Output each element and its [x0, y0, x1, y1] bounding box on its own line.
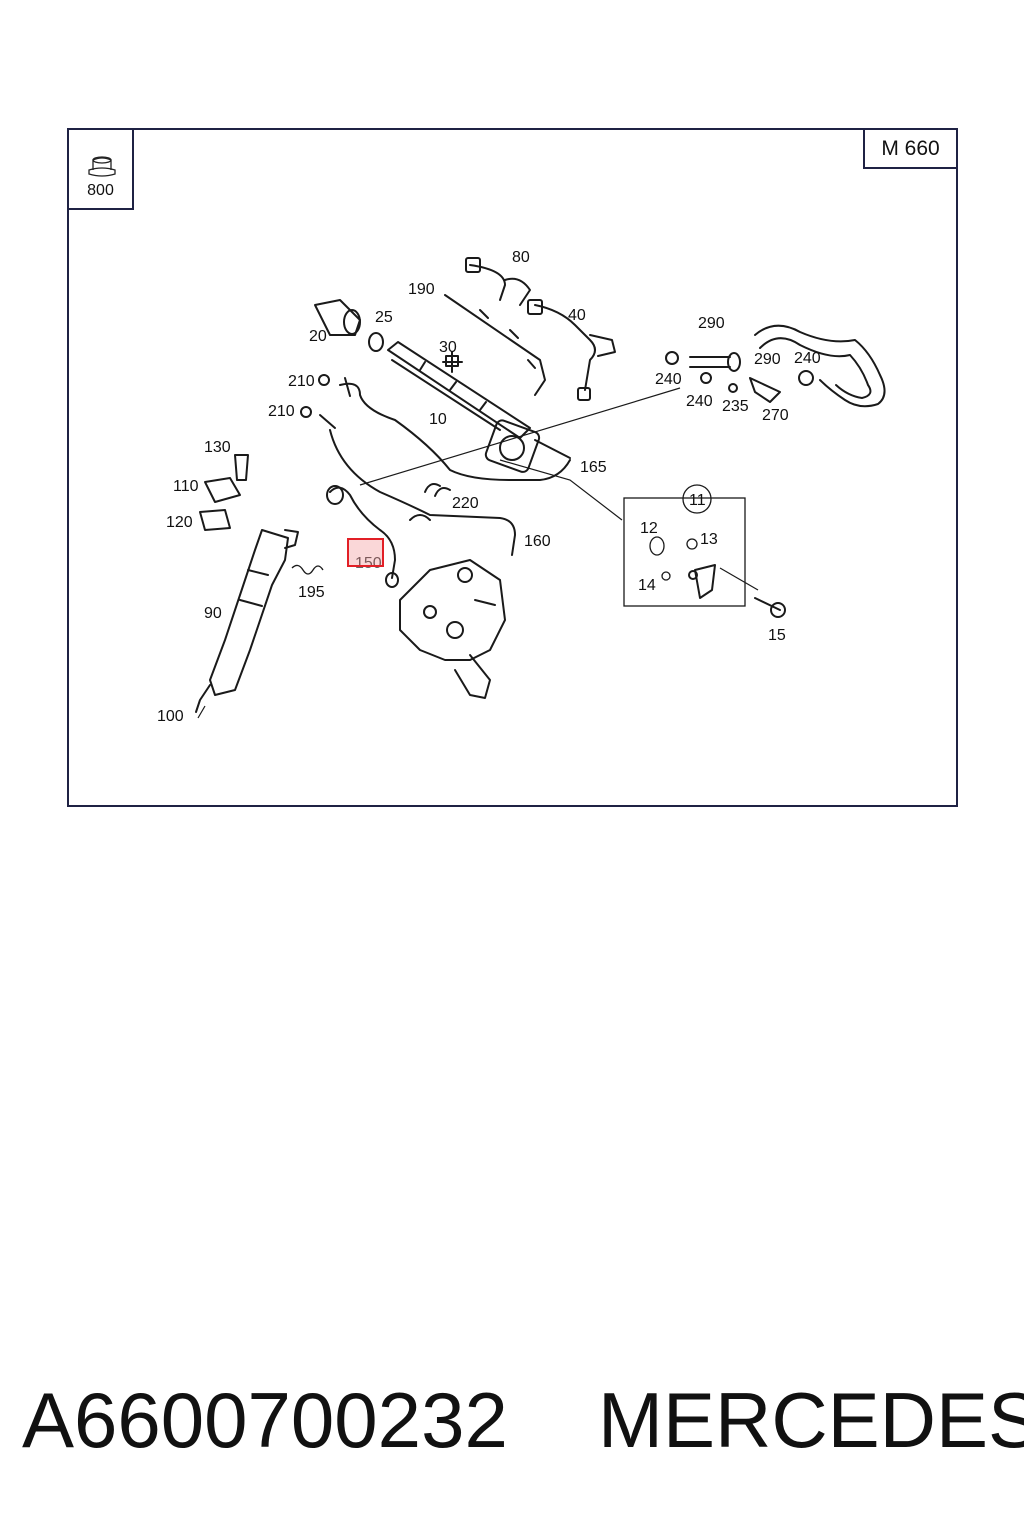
callout-210-b: 210 — [268, 403, 295, 420]
highlight-marker[interactable] — [347, 538, 384, 567]
callout-12: 12 — [640, 520, 658, 537]
part-number: A6600700232 — [22, 1376, 508, 1464]
fuel-rail — [387, 341, 571, 473]
callout-165: 165 — [580, 459, 607, 476]
hose-clips — [409, 483, 451, 521]
callout-90: 90 — [204, 605, 222, 622]
return-line — [300, 374, 571, 556]
callout-195: 195 — [298, 584, 325, 601]
clamp-parts — [199, 454, 249, 531]
callout-210-a: 210 — [288, 373, 315, 390]
detail-box — [623, 484, 746, 607]
callout-220: 220 — [452, 495, 479, 512]
callout-14: 14 — [638, 577, 656, 594]
callout-40: 40 — [568, 307, 586, 324]
callout-13: 13 — [700, 531, 718, 548]
callout-240-b: 240 — [655, 371, 682, 388]
callout-110: 110 — [173, 478, 199, 495]
injector — [195, 529, 299, 713]
callout-25: 25 — [375, 309, 393, 326]
leader-lines — [197, 387, 759, 719]
washer — [368, 332, 384, 352]
return-hose — [665, 324, 886, 408]
callout-160: 160 — [524, 533, 551, 550]
callout-10: 10 — [429, 411, 447, 428]
spring-clip — [291, 564, 324, 575]
callout-240-a: 240 — [794, 350, 821, 367]
callout-290-b: 290 — [754, 351, 781, 368]
callout-150: 150 — [355, 555, 382, 572]
reference-box-label: 800 — [87, 182, 114, 199]
callout-270: 270 — [762, 407, 789, 424]
callout-80: 80 — [512, 249, 530, 266]
brand-name: MERCEDES — [598, 1376, 1024, 1464]
callout-240-c: 240 — [686, 393, 713, 410]
reference-box: 800 — [67, 128, 134, 210]
footer: A6600700232 MERCEDES — [22, 1370, 1024, 1470]
banjo-bolt — [754, 597, 786, 618]
callout-290-a: 290 — [698, 315, 725, 332]
callout-190: 190 — [408, 281, 435, 298]
callout-100: 100 — [157, 708, 184, 725]
callout-120: 120 — [166, 514, 193, 531]
bolt — [442, 351, 463, 373]
high-pressure-pump — [399, 559, 506, 699]
callout-130: 130 — [204, 439, 231, 456]
pressure-sensor — [314, 299, 361, 336]
injector-lines — [444, 257, 616, 401]
callout-15: 15 — [768, 627, 786, 644]
high-pressure-line — [326, 485, 399, 588]
cap-icon — [88, 156, 116, 177]
callout-20: 20 — [309, 328, 327, 345]
callout-30: 30 — [439, 339, 457, 356]
model-label: M 660 — [863, 128, 958, 169]
callout-235: 235 — [722, 398, 749, 415]
group-label-11: 11 — [689, 492, 706, 509]
